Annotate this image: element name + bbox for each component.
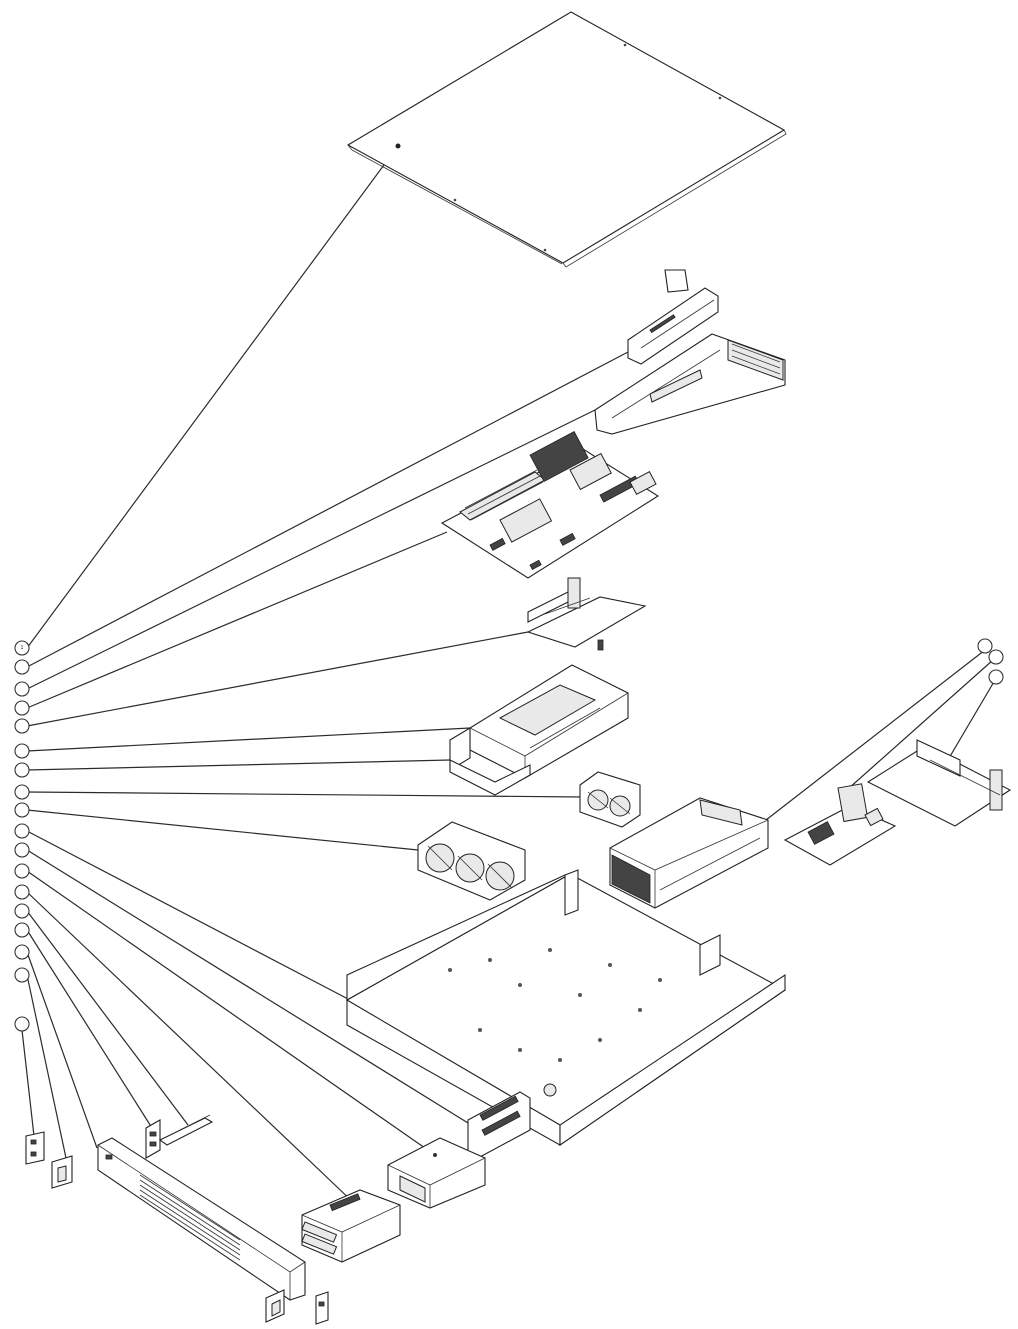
fan-module-small bbox=[579, 771, 641, 828]
air-shroud bbox=[449, 664, 629, 796]
callout-bubble[interactable] bbox=[14, 762, 30, 778]
callout-bubble[interactable] bbox=[14, 743, 30, 759]
callout-bubble[interactable] bbox=[988, 669, 1004, 685]
callout-bubble[interactable] bbox=[14, 842, 30, 858]
callout-bubble[interactable]: 1 bbox=[14, 640, 30, 656]
callout-bubble[interactable] bbox=[977, 638, 993, 654]
rack-ear-bracket bbox=[51, 1155, 73, 1189]
power-supply bbox=[609, 797, 769, 909]
callout-bubble[interactable] bbox=[14, 903, 30, 919]
front-bezel bbox=[97, 1137, 306, 1301]
drive-cage bbox=[387, 1137, 486, 1209]
callout-bubble[interactable] bbox=[14, 884, 30, 900]
callout-bubble[interactable] bbox=[14, 967, 30, 983]
motherboard bbox=[440, 430, 660, 579]
add-on-card bbox=[526, 577, 647, 651]
front-io-panel bbox=[145, 1114, 214, 1159]
callout-bubble[interactable] bbox=[14, 681, 30, 697]
callout-bubble[interactable] bbox=[14, 718, 30, 734]
riser-bracket-small bbox=[627, 269, 719, 365]
callout-bubble[interactable] bbox=[14, 700, 30, 716]
callout-bubbles: 1 bbox=[14, 638, 1004, 1032]
chassis-base bbox=[345, 869, 787, 1147]
svg-text:1: 1 bbox=[20, 645, 23, 651]
callout-bubble[interactable] bbox=[988, 649, 1004, 665]
callout-bubble[interactable] bbox=[14, 784, 30, 800]
power-distribution-board bbox=[783, 783, 897, 866]
callout-bubble[interactable] bbox=[14, 922, 30, 938]
fan-module-dual bbox=[417, 821, 526, 901]
drive-backplane bbox=[467, 1091, 531, 1159]
callout-bubble[interactable] bbox=[14, 1016, 30, 1032]
top-cover bbox=[346, 11, 787, 268]
rack-ear-left bbox=[25, 1131, 45, 1165]
callout-bubble[interactable] bbox=[14, 944, 30, 960]
callout-bubble[interactable] bbox=[14, 823, 30, 839]
backplane-board bbox=[866, 739, 1012, 827]
riser-bracket-large bbox=[594, 333, 786, 435]
callout-bubble[interactable] bbox=[14, 863, 30, 879]
leader-lines bbox=[21, 145, 996, 1206]
rack-ear-right bbox=[265, 1289, 329, 1325]
callout-bubble[interactable] bbox=[14, 659, 30, 675]
callout-bubble[interactable] bbox=[14, 802, 30, 818]
drive-tray-assembly bbox=[301, 1189, 401, 1263]
